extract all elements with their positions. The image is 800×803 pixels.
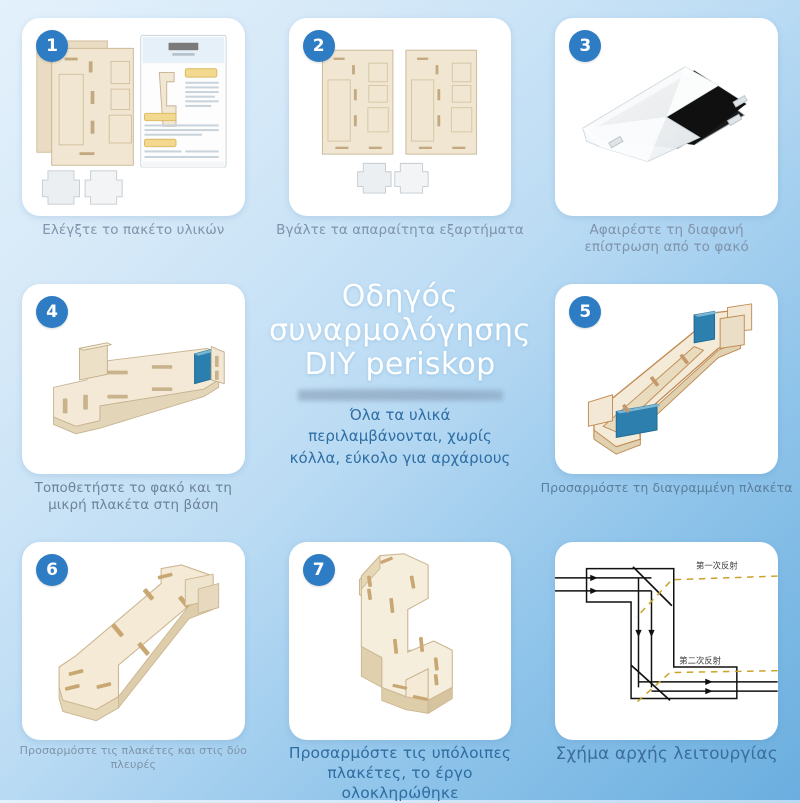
subtitle-line-3: κόλλα, εύκολο για αρχάριους (289, 449, 511, 468)
title-line-2: συναρμολόγησης (268, 312, 532, 348)
step-caption-7: Προσαρμόστε τις υπόλοιπες πλακέτες, το έ… (271, 744, 530, 803)
step-art-5 (555, 284, 778, 474)
step-cell-7: 7 (267, 530, 534, 803)
base-plate (53, 347, 220, 435)
step-badge-2: 2 (302, 30, 335, 62)
open-side-panel (184, 573, 220, 614)
step-card-7: 7 (288, 542, 512, 740)
step-caption-5: Προσαρμόστε τη διαγραμμένη πλακέτα (540, 480, 793, 495)
incoming-rays (555, 577, 652, 592)
blurred-text-line (297, 387, 503, 401)
step-caption-3: Αφαιρέστε τη διαφανή επίστρωση από το φα… (537, 222, 796, 257)
center-title-block: Οδηγός συναρμολόγησης DIY periskop Όλα τ… (258, 280, 542, 470)
step-caption-2: Βγάλτε τα απαραίτητα εξαρτήματα (276, 222, 524, 238)
mirror-top-blue (694, 310, 719, 344)
plywood-sheet-front (51, 47, 134, 166)
step-card-6: 6 (22, 542, 245, 740)
vertical-rays (638, 577, 653, 688)
step-caption-3-line-2: επίστρωση από το φακό (584, 239, 749, 256)
subtitle-line-1: Όλα τα υλικά (349, 405, 451, 424)
step-caption-8: Σχήμα αρχής λειτουργίας (555, 744, 778, 764)
protective-film (582, 66, 720, 163)
step-badge-6: 6 (36, 554, 68, 586)
step-caption-6: Προσαρμόστε τις πλακέτες και στις δύο πλ… (19, 744, 247, 772)
mirror-top (632, 566, 673, 607)
label-second-reflection: 第二次反射 (680, 655, 722, 665)
title-line-1: Οδηγός (341, 279, 459, 314)
outgoing-rays (638, 681, 778, 692)
label-first-reflection: 第一次反射 (696, 561, 738, 571)
step-caption-4-line-2: μικρή πλακέτα στη βάση (48, 497, 219, 514)
step-card-5: 5 (555, 284, 778, 474)
mirror-bottom (630, 664, 671, 701)
step-badge-1: 1 (36, 30, 68, 62)
step-art-7 (289, 542, 512, 740)
step-cell-3: 3 (533, 0, 800, 270)
step-art-1 (22, 18, 245, 216)
mirror-tabs (608, 95, 749, 149)
step-card-8: 第一次反射 第二次反射 (555, 542, 778, 740)
step-caption-7-line-2: πλακέτες, το έργο ολοκληρώθηκε (327, 763, 473, 802)
step-badge-4: 4 (36, 296, 68, 328)
side-depth-faces (360, 554, 453, 715)
step-caption-4: Τοποθετήστε το φακό και τη μικρή πλακέτα… (4, 480, 263, 515)
subtitle-line-2: περιλαμβάνονται, χωρίς (308, 427, 492, 446)
step-caption-1: Ελέγξτε το πακέτο υλικών (42, 222, 225, 238)
step-card-3: 3 (555, 18, 778, 216)
step-art-2 (289, 18, 512, 216)
step-cell-4: 4 (0, 270, 267, 530)
step-art-4 (22, 284, 245, 474)
end-walls (588, 303, 753, 427)
principle-diagram: 第一次反射 第二次反射 (555, 542, 778, 740)
back-wall-panel (78, 342, 113, 381)
step-cell-8: 第一次反射 第二次反射 Σχήμα αρχής λειτουργίας (533, 530, 800, 800)
title-line-3: DIY periskop (304, 346, 496, 382)
plywood-sheet-right (405, 49, 477, 155)
instruction-leaflet (140, 34, 227, 168)
step-badge-5: 5 (569, 296, 602, 328)
step-cell-1: 1 (0, 0, 267, 270)
mirror-pieces (41, 170, 123, 205)
step-card-2: 2 (288, 18, 512, 216)
step-cell-6: 6 (0, 530, 267, 800)
periscope-outline (586, 567, 738, 700)
step-caption-3-line-1: Αφαιρέστε τη διαφανή (589, 222, 744, 238)
step-caption-7-line-1: Προσαρμόστε τις υπόλοιπες (288, 744, 512, 762)
mirror-pieces (356, 162, 429, 194)
subtitle-block: Όλα τα υλικά περιλαμβάνονται, χωρίς κόλλ… (258, 405, 542, 470)
step-art-6 (22, 542, 245, 740)
step-badge-3: 3 (569, 30, 602, 62)
plywood-sheet-left (321, 49, 394, 155)
step-badge-7: 7 (302, 554, 335, 586)
slot-marks (366, 556, 439, 701)
reflection-dash-line-1 (636, 575, 778, 618)
step-art-3 (555, 18, 778, 216)
step-caption-4-line-1: Τοποθετήστε το φακό και τη (34, 480, 233, 496)
step-card-4: 4 (22, 284, 245, 474)
side-wall-panel (210, 345, 225, 385)
step-cell-5: 5 (533, 270, 800, 530)
step-cell-2: 2 (267, 0, 534, 270)
step-card-1: 1 (22, 18, 245, 216)
